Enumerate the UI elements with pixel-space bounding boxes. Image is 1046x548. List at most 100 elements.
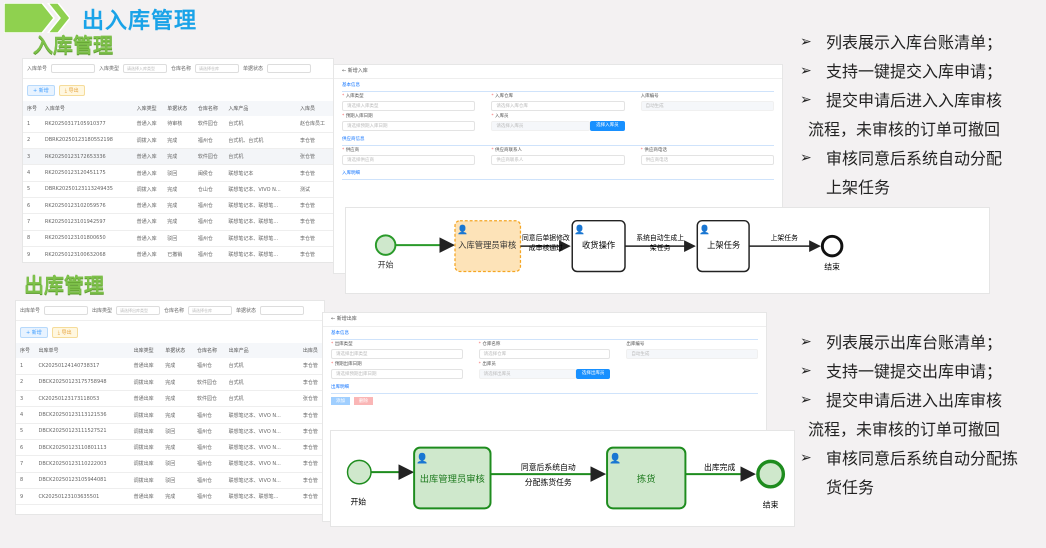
table-cell: 驳回: [161, 423, 193, 440]
filter-select[interactable]: [51, 64, 96, 73]
field-label: * 供应商联系人: [491, 148, 523, 153]
form-input[interactable]: 请选择预期入库日期: [342, 121, 476, 131]
new-button[interactable]: + 新增: [27, 84, 55, 96]
bullet-item: ➢提交申请后进入入库审核: [800, 86, 1040, 115]
table-cell: CK20250123103635501: [34, 488, 130, 506]
column-header: 出库员: [298, 343, 324, 358]
filter-select[interactable]: 请选择入库类型: [123, 64, 168, 73]
delete-button[interactable]: 删除: [354, 397, 373, 405]
table-cell: 李仓管: [298, 423, 324, 440]
export-button[interactable]: ⤓ 导出: [51, 326, 78, 338]
filter-select[interactable]: [44, 306, 89, 315]
back-link[interactable]: ← 新增出库: [323, 313, 766, 327]
table-cell: 完成: [161, 488, 193, 506]
table-cell: DBRK20250123180552198: [40, 132, 133, 150]
select-staff-button[interactable]: 选择入库员: [590, 121, 625, 131]
table-cell: DBCK20250123175758948: [34, 374, 130, 392]
add-button[interactable]: 添加: [331, 397, 350, 405]
form-input[interactable]: 请选择入库类型: [342, 101, 476, 111]
export-button[interactable]: ⤓ 导出: [58, 84, 85, 96]
form-input[interactable]: 请选择仓库: [478, 349, 611, 359]
column-header: 出库单号: [34, 343, 130, 358]
form-input[interactable]: 请选择入库员: [491, 121, 591, 131]
column-header: 单据状态: [163, 101, 194, 116]
column-header: 出库类型: [129, 343, 162, 358]
table-cell: 联想笔记本、联想笔...: [224, 230, 297, 247]
back-link[interactable]: ← 新增入库: [334, 65, 782, 79]
form-input[interactable]: 请选择出库员: [478, 369, 576, 379]
table-cell: 台式机: [224, 148, 297, 166]
table-cell: 驳回: [161, 472, 193, 489]
column-header: 入库单号: [40, 101, 133, 116]
table-cell: 台式机: [224, 116, 297, 133]
start-event: [346, 459, 372, 485]
form-input[interactable]: 自动生成: [626, 349, 758, 359]
form-input[interactable]: 供应商电话: [640, 155, 774, 165]
section-header: 基本信息: [342, 82, 774, 92]
person-icon: 👤: [416, 452, 428, 464]
inbound-bullets: ➢列表展示入库台账清单；➢支持一键提交入库申请；➢提交申请后进入入库审核流程，未…: [800, 28, 1040, 202]
select-staff-button[interactable]: 选择出库员: [575, 369, 611, 379]
table-cell: 软件园仓: [193, 148, 225, 166]
filter-select[interactable]: [260, 306, 305, 315]
bullet-continuation: 流程，未审核的订单可撤回: [808, 120, 1001, 139]
table-cell: RK20250123120451175: [40, 164, 133, 182]
table-cell: 调拨出库: [129, 374, 162, 392]
table-cell: 李仓管: [296, 132, 333, 150]
table-cell: 李仓管: [296, 213, 333, 231]
column-header: 仓库名称: [192, 343, 225, 358]
table-cell: 1: [23, 116, 41, 133]
field-label: * 预期入库日期: [342, 114, 373, 119]
table-cell: CK20250124140738317: [34, 358, 130, 375]
form-input[interactable]: 供应商联系人: [491, 155, 625, 165]
table-cell: 闽侯仓: [193, 164, 225, 182]
column-header: 入库产品: [224, 101, 297, 116]
inbound-section-title: 入库管理: [33, 33, 113, 57]
filter-select[interactable]: 请选择仓库: [195, 64, 240, 73]
filter-select[interactable]: 请选择仓库: [188, 306, 233, 315]
outbound-flow-diagram: 开始 👤 出库管理员审核 同意后系统自动 分配拣货任务 👤 拣货 出库完成 结束: [330, 430, 795, 527]
filter-bar: 出库单号出库类型请选择出库类型仓库名称请选择仓库单据状态: [16, 301, 324, 321]
table-cell: 软件园仓: [192, 390, 225, 408]
form-input[interactable]: 自动生成: [640, 101, 774, 111]
task1-label: 入库管理员审核: [458, 240, 516, 250]
person-icon: 👤: [574, 224, 585, 235]
task-outbound-review: [413, 446, 492, 510]
form-input[interactable]: 请选择入库仓库: [491, 101, 625, 111]
table-cell: 4: [16, 406, 35, 424]
table-cell: 福州仓: [192, 455, 225, 473]
form-input[interactable]: 请选择供应商: [342, 155, 476, 165]
table-cell: 福州仓: [193, 230, 225, 247]
table-cell: 2: [23, 132, 41, 150]
filter-select[interactable]: 请选择出库类型: [116, 306, 161, 315]
filter-select[interactable]: [267, 64, 312, 73]
form-input[interactable]: 请选择出库类型: [331, 349, 463, 359]
filter-label: 仓库名称: [164, 308, 185, 314]
new-button[interactable]: + 新增: [20, 326, 48, 338]
field-label: * 出库员: [478, 362, 496, 367]
table-cell: 8: [16, 472, 35, 489]
table-cell: 台式机: [224, 374, 299, 392]
table-cell: 普通入库: [132, 230, 164, 247]
table-cell: 软件园仓: [192, 374, 225, 392]
form-input[interactable]: 请选择预期出库日期: [331, 369, 463, 379]
filter-label: 入库类型: [99, 66, 120, 72]
